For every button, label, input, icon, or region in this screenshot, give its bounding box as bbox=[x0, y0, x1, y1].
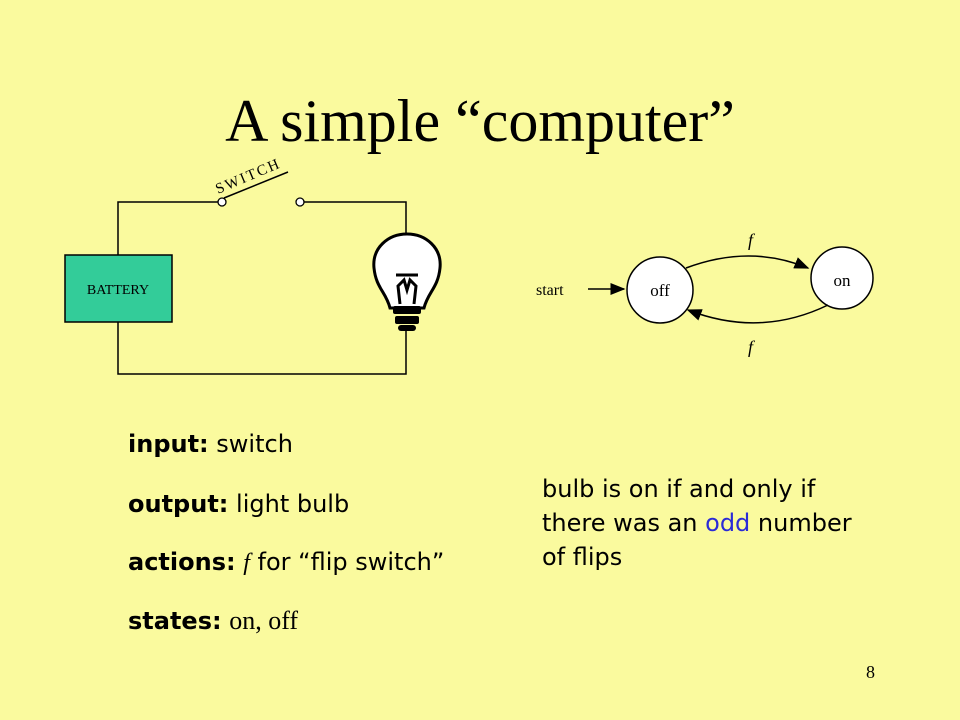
battery: BATTERY bbox=[64, 254, 173, 323]
start-label: start bbox=[536, 282, 564, 299]
state-on bbox=[810, 246, 874, 310]
transition-bottom-label: f bbox=[748, 337, 756, 357]
switch-contact-right bbox=[295, 197, 305, 207]
bulb-note: bulb is on if and only if there was an o… bbox=[542, 472, 882, 574]
definition-input: input: switch bbox=[128, 430, 293, 458]
actions-key: actions: bbox=[128, 548, 236, 576]
battery-label: BATTERY bbox=[87, 283, 149, 298]
output-key: output: bbox=[128, 490, 229, 518]
note-text-2: number of flips bbox=[542, 509, 852, 571]
states-value: on, off bbox=[229, 606, 299, 635]
transition-off-to-on bbox=[685, 255, 810, 269]
state-on-label: on bbox=[834, 271, 852, 290]
transition-top-label: f bbox=[748, 230, 756, 250]
actions-symbol: f bbox=[243, 550, 250, 576]
state-off bbox=[626, 256, 694, 324]
note-highlight-odd: odd bbox=[705, 509, 751, 537]
switch-contact-left bbox=[217, 197, 227, 207]
note-text-1: bulb is on if and only if there was an bbox=[542, 475, 816, 537]
input-key: input: bbox=[128, 430, 209, 458]
switch: SWITCH bbox=[213, 156, 305, 207]
definition-states: states: on, off bbox=[128, 606, 298, 636]
states-key: states: bbox=[128, 607, 222, 635]
state-off-label: off bbox=[650, 281, 670, 300]
slide-title: A simple “computer” bbox=[225, 88, 735, 154]
state-machine: start off on f f bbox=[536, 230, 874, 357]
light-bulb-icon bbox=[372, 232, 442, 331]
input-value: switch bbox=[216, 430, 293, 458]
switch-label: SWITCH bbox=[213, 156, 283, 198]
output-value: light bulb bbox=[236, 490, 350, 518]
page-number: 8 bbox=[866, 662, 875, 682]
transition-on-to-off bbox=[686, 304, 829, 324]
definition-output: output: light bulb bbox=[128, 490, 349, 518]
circuit-wires bbox=[117, 201, 407, 375]
actions-value: for “flip switch” bbox=[257, 548, 445, 576]
definition-actions: actions: f for “flip switch” bbox=[128, 548, 444, 577]
